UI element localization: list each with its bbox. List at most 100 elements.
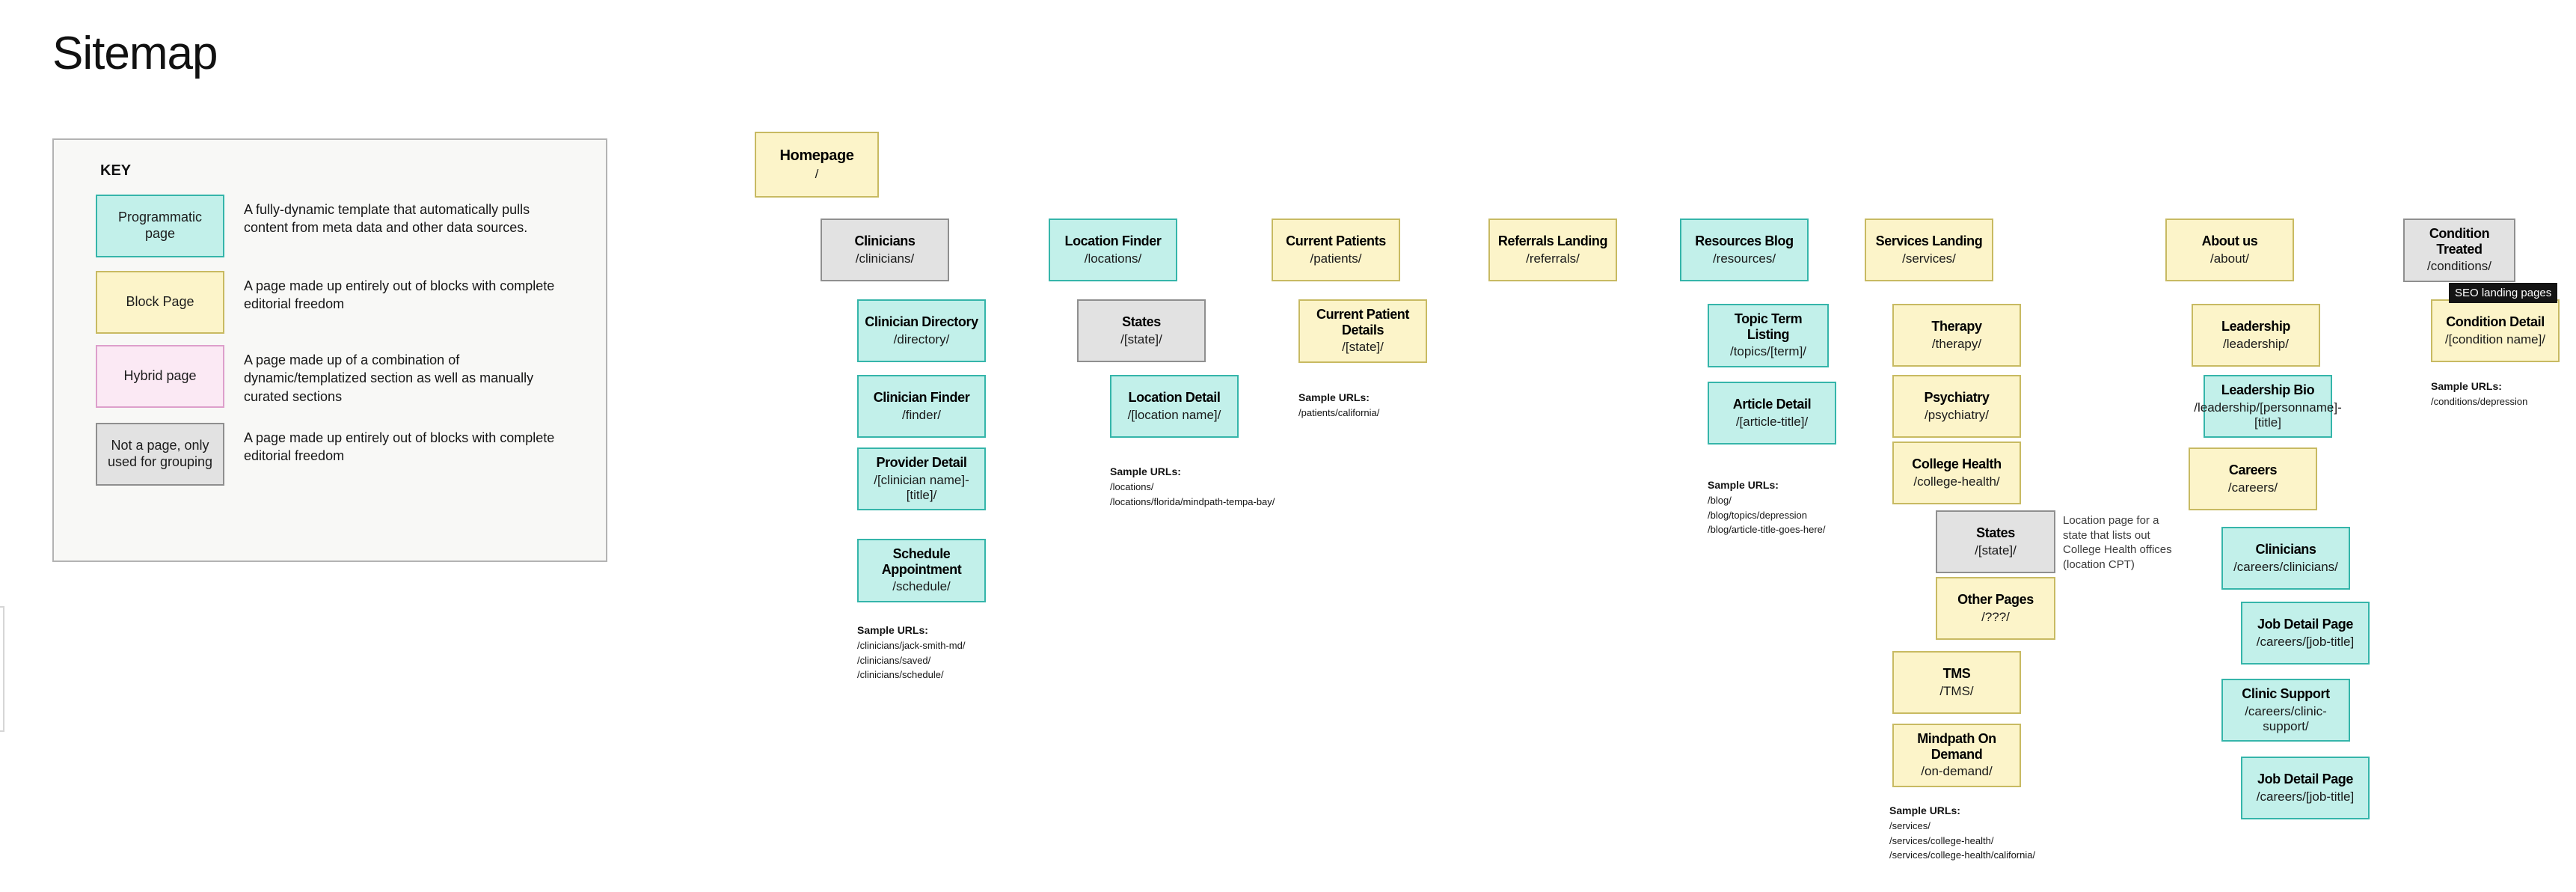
node-title: Schedule Appointment: [881, 546, 962, 577]
node-title: Current Patient Details: [1316, 307, 1410, 337]
legend-title: KEY: [100, 162, 132, 179]
node-condition-treated[interactable]: Condition Treated /conditions/: [2403, 219, 2515, 282]
node-schedule-appointment[interactable]: Schedule Appointment /schedule/: [857, 539, 986, 602]
node-psychiatry[interactable]: Psychiatry /psychiatry/: [1892, 375, 2021, 438]
sample-url: /services/college-health/: [1889, 834, 1994, 846]
sample-urls-blog: Sample URLs: /blog/ /blog/topics/depress…: [1708, 477, 1826, 537]
node-path: /[clinician name]-[title]/: [874, 472, 969, 503]
adjacent-frame-edge: [0, 606, 4, 732]
node-path: /patients/: [1310, 251, 1362, 266]
legend-row-block: Block Page A page made up entirely out o…: [96, 271, 589, 334]
node-title: Mindpath On Demand: [1917, 731, 1996, 762]
node-location-detail[interactable]: Location Detail /[location name]/: [1110, 375, 1242, 442]
node-title: Job Detail Page: [2257, 616, 2354, 632]
node-path: /topics/[term]/: [1729, 344, 1807, 359]
seo-landing-pages-tag[interactable]: SEO landing pages: [2449, 283, 2558, 303]
node-path: /[state]/: [1975, 543, 2017, 558]
sample-url: /clinicians/jack-smith-md/: [857, 640, 966, 651]
node-path: /resources/: [1712, 251, 1776, 266]
legend-row-hybrid: Hybrid page A page made up of a combinat…: [96, 345, 589, 408]
node-mindpath-on-demand[interactable]: Mindpath On Demand /on-demand/: [1892, 724, 2021, 787]
node-path: /[location name]/: [1127, 407, 1221, 422]
node-path: /careers/clinic-support/: [2245, 703, 2327, 734]
sample-url: /clinicians/schedule/: [857, 669, 944, 680]
sample-url: /conditions/depression: [2431, 396, 2528, 407]
node-path: /[state]/: [1342, 340, 1384, 355]
node-title: Therapy: [1931, 318, 1982, 334]
node-therapy[interactable]: Therapy /therapy/: [1892, 304, 2021, 367]
node-other-pages[interactable]: Other Pages /???/: [1936, 577, 2055, 640]
node-homepage[interactable]: Homepage /: [755, 132, 879, 198]
node-path: /clinicians/: [855, 251, 915, 266]
node-careers[interactable]: Careers /careers/: [2189, 447, 2317, 510]
node-leadership-bio[interactable]: Leadership Bio /leadership/[personname]-…: [2194, 375, 2342, 442]
node-location-finder[interactable]: Location Finder /locations/: [1049, 219, 1177, 281]
node-careers-clinicians[interactable]: Clinicians /careers/clinicians/: [2221, 527, 2350, 590]
node-title: Location Detail: [1128, 389, 1221, 405]
sample-url: /clinicians/saved/: [857, 654, 931, 666]
node-path: /careers/[job-title]: [2256, 789, 2355, 804]
node-title: Leadership Bio: [2221, 382, 2315, 397]
node-path: /finder/: [902, 407, 941, 422]
sample-urls-clinicians: Sample URLs: /clinicians/jack-smith-md/ …: [857, 623, 965, 682]
node-job-detail-page-2[interactable]: Job Detail Page /careers/[job-title]: [2241, 757, 2373, 823]
legend-swatch-hybrid: Hybrid page: [96, 345, 224, 408]
node-title: Provider Detail: [876, 455, 967, 470]
page-title: Sitemap: [52, 28, 218, 79]
node-clinician-directory[interactable]: Clinician Directory /directory/: [857, 299, 986, 362]
legend-swatch-block: Block Page: [96, 271, 224, 334]
node-path: /careers/[job-title]: [2256, 634, 2355, 649]
node-title: States: [1976, 525, 2015, 540]
node-path: /college-health/: [1913, 474, 2000, 489]
legend-desc-hybrid: A page made up of a combination of dynam…: [244, 352, 534, 404]
node-path: /: [815, 166, 819, 181]
node-path: /services/: [1902, 251, 1956, 266]
node-title: Clinic Support: [2242, 686, 2330, 701]
node-current-patients[interactable]: Current Patients /patients/: [1272, 219, 1400, 281]
node-title: TMS: [1942, 665, 1971, 681]
node-referrals-landing[interactable]: Referrals Landing /referrals/: [1488, 219, 1617, 281]
legend-swatch-grouping: Not a page, only used for grouping: [96, 423, 224, 486]
node-resources-blog[interactable]: Resources Blog /resources/: [1680, 219, 1809, 281]
node-title: Topic Term Listing: [1734, 311, 1803, 342]
node-services-landing[interactable]: Services Landing /services/: [1865, 219, 1993, 281]
node-job-detail-page-1[interactable]: Job Detail Page /careers/[job-title]: [2241, 602, 2373, 668]
sample-urls-patients: Sample URLs: /patients/california/: [1298, 390, 1379, 421]
node-title: Resources Blog: [1695, 233, 1794, 248]
node-title: Article Detail: [1732, 396, 1812, 412]
node-title: Clinicians: [2255, 541, 2316, 557]
sample-url: /locations/: [1110, 481, 1154, 492]
node-topic-term-listing[interactable]: Topic Term Listing /topics/[term]/: [1708, 304, 1829, 367]
node-clinic-support[interactable]: Clinic Support /careers/clinic-support/: [2221, 679, 2350, 742]
node-college-health-states[interactable]: States /[state]/: [1936, 510, 2059, 577]
node-clinician-finder[interactable]: Clinician Finder /finder/: [857, 375, 986, 438]
node-title: About us: [2201, 233, 2258, 248]
node-title: States: [1122, 314, 1161, 329]
node-title: Careers: [2228, 462, 2278, 477]
sample-urls-locations: Sample URLs: /locations/ /locations/flor…: [1110, 464, 1275, 509]
node-path: /schedule/: [892, 579, 951, 594]
node-clinicians[interactable]: Clinicians /clinicians/: [821, 219, 949, 281]
sample-url: /patients/california/: [1298, 407, 1380, 418]
legend-row-programmatic: Programmatic page A fully-dynamic templa…: [96, 195, 589, 257]
node-title: College Health: [1912, 456, 2002, 471]
node-title: Leadership: [2221, 318, 2291, 334]
node-title: Other Pages: [1957, 591, 2034, 607]
node-title: Homepage: [779, 147, 854, 164]
node-leadership[interactable]: Leadership /leadership/: [2192, 304, 2320, 367]
node-about-us[interactable]: About us /about/: [2165, 219, 2294, 281]
node-college-health[interactable]: College Health /college-health/: [1892, 442, 2021, 504]
node-current-patient-details[interactable]: Current Patient Details /[state]/: [1298, 299, 1431, 367]
node-condition-detail[interactable]: Condition Detail /[condition name]/: [2431, 299, 2563, 366]
sample-url: /locations/florida/mindpath-tempa-bay/: [1110, 495, 1275, 507]
sample-urls-label: Sample URLs:: [1708, 479, 1779, 491]
node-states[interactable]: States /[state]/: [1077, 299, 1206, 362]
node-path: /[condition name]/: [2444, 332, 2546, 346]
node-path: /careers/clinicians/: [2233, 559, 2338, 574]
node-article-detail[interactable]: Article Detail /[article-title]/: [1708, 382, 1836, 445]
node-tms[interactable]: TMS /TMS/: [1892, 651, 2021, 714]
sample-urls-label: Sample URLs:: [2431, 380, 2502, 392]
node-provider-detail[interactable]: Provider Detail /[clinician name]-[title…: [857, 447, 990, 515]
sample-url: /services/college-health/california/: [1889, 849, 2036, 861]
